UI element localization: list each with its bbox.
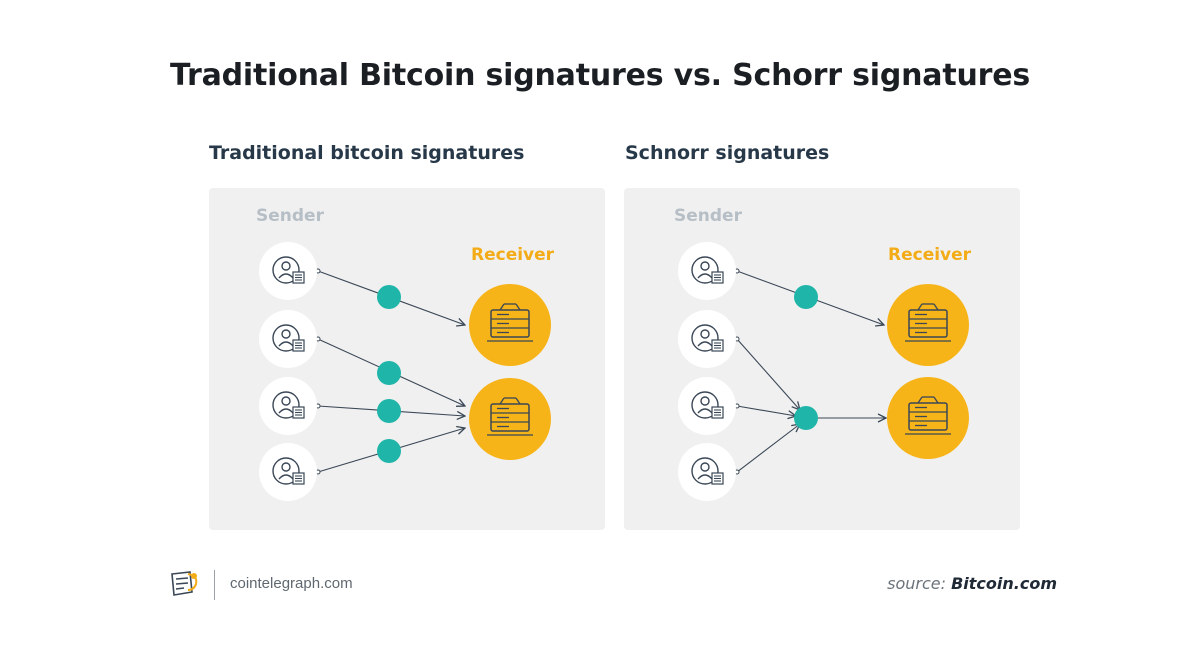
source-prefix: source: <box>887 574 946 593</box>
diagram-traditional <box>258 241 552 502</box>
diagram-schnorr <box>677 241 970 502</box>
server-icon <box>886 283 970 367</box>
footer-source: source: Bitcoin.com <box>887 574 1057 593</box>
sender-icon <box>258 309 318 369</box>
sender-icon <box>677 309 737 369</box>
panel-heading-traditional: Traditional bitcoin signatures <box>209 142 525 164</box>
server-icon <box>886 376 970 460</box>
signature-node <box>377 439 401 463</box>
signature-node <box>794 285 818 309</box>
sender-icon <box>677 442 737 502</box>
source-name: Bitcoin.com <box>951 574 1057 593</box>
sender-label: Sender <box>674 206 742 226</box>
panel-traditional: Sender Receiver <box>209 188 605 530</box>
panel-schnorr: Sender Receiver <box>624 188 1020 530</box>
signature-node <box>377 361 401 385</box>
sender-icon <box>677 241 737 301</box>
sender-icon <box>258 376 318 436</box>
receiver-label: Receiver <box>471 245 555 265</box>
aggregated-signature-node <box>794 406 818 430</box>
sender-label: Sender <box>256 206 324 226</box>
line-start-dots <box>734 268 740 475</box>
footer-divider <box>214 570 215 600</box>
server-icon <box>468 283 552 367</box>
receiver-label: Receiver <box>888 245 972 265</box>
signature-node <box>377 285 401 309</box>
server-icon <box>468 377 552 461</box>
sender-icon <box>258 442 318 502</box>
panel-heading-schnorr: Schnorr signatures <box>625 142 830 164</box>
cointelegraph-logo-icon <box>171 571 198 596</box>
sender-icon <box>677 376 737 436</box>
line-start-dots <box>315 268 321 475</box>
footer-site-link[interactable]: cointelegraph.com <box>230 575 353 592</box>
signature-node <box>377 399 401 423</box>
page-title: Traditional Bitcoin signatures vs. Schor… <box>170 58 1031 93</box>
sender-icon <box>258 241 318 301</box>
